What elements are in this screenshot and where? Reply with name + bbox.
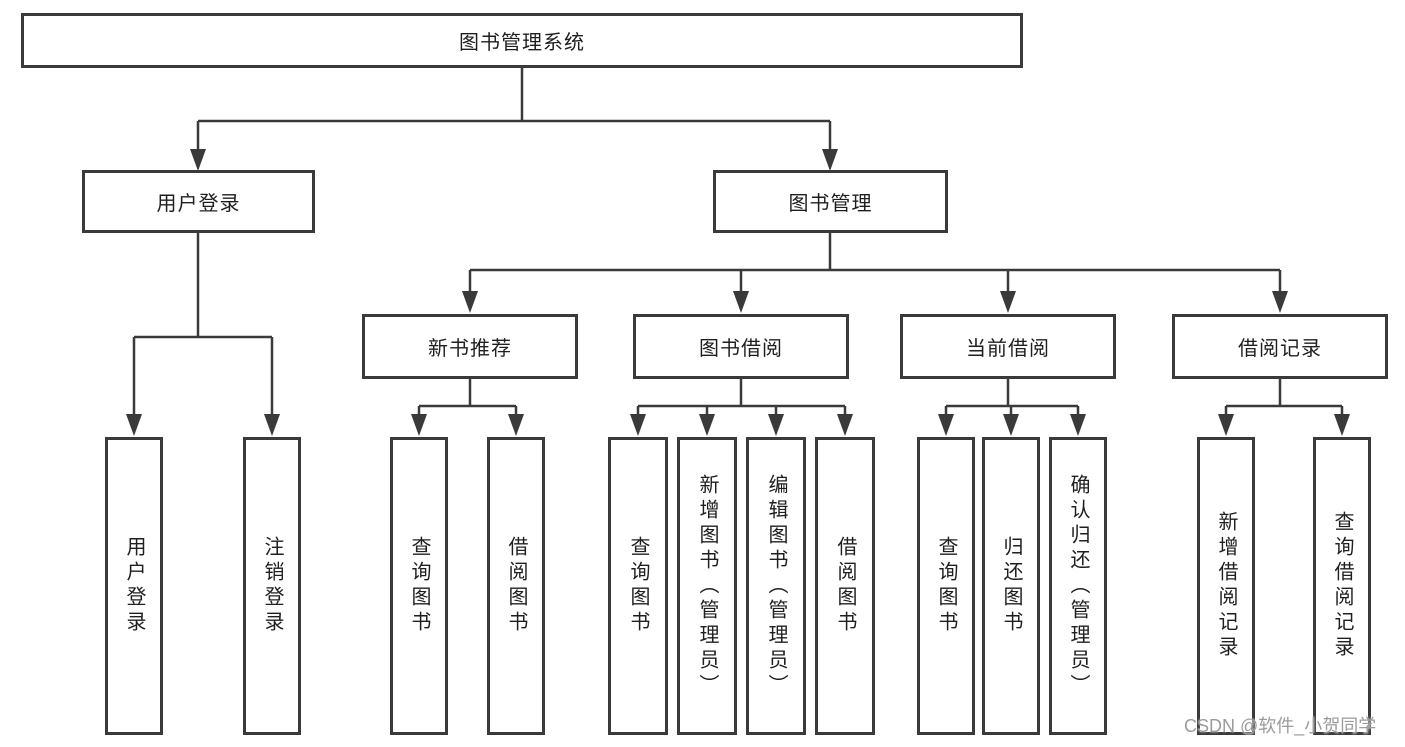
leaf-label: 用户登录 — [123, 536, 145, 636]
arrowhead — [1070, 414, 1086, 436]
arrowhead — [126, 414, 142, 436]
leaf-label: 注销登录 — [261, 536, 283, 636]
node-book-borrowing: 图书借阅 — [633, 314, 849, 379]
leaf-query-borrow-record: 查询借阅记录 — [1313, 437, 1371, 735]
leaf-label: 查询借阅记录 — [1331, 511, 1353, 661]
arrowhead — [1272, 291, 1288, 313]
arrowhead — [411, 414, 427, 436]
leaf-label: 归还图书 — [1000, 536, 1022, 636]
node-current-borrowing: 当前借阅 — [900, 314, 1116, 379]
arrowhead — [733, 291, 749, 313]
leaf-borrow-book-recommend: 借阅图书 — [487, 437, 545, 735]
node-user-login: 用户登录 — [82, 170, 315, 233]
leaf-label: 新增图书（管理员） — [696, 473, 718, 699]
leaf-user-login: 用户登录 — [105, 437, 163, 735]
leaf-add-book-admin: 新增图书（管理员） — [677, 437, 737, 735]
arrowhead — [508, 414, 524, 436]
node-library-management-system: 图书管理系统 — [21, 13, 1023, 68]
leaf-add-borrow-record: 新增借阅记录 — [1197, 437, 1255, 735]
leaf-edit-book-admin: 编辑图书（管理员） — [746, 437, 806, 735]
arrowhead — [699, 414, 715, 436]
leaf-query-book-borrowing: 查询图书 — [608, 437, 668, 735]
leaf-query-book-current: 查询图书 — [917, 437, 975, 735]
arrowhead — [1218, 414, 1234, 436]
arrowhead — [630, 414, 646, 436]
arrowhead — [190, 149, 206, 171]
arrowhead — [768, 414, 784, 436]
arrowhead — [837, 414, 853, 436]
leaf-label: 查询图书 — [627, 536, 649, 636]
leaf-label: 借阅图书 — [834, 536, 856, 636]
node-borrow-records: 借阅记录 — [1172, 314, 1388, 379]
arrowhead — [1334, 414, 1350, 436]
leaf-logout-login: 注销登录 — [243, 437, 301, 735]
node-book-management: 图书管理 — [713, 170, 948, 233]
arrowhead — [1000, 291, 1016, 313]
arrowhead — [264, 414, 280, 436]
leaf-label: 借阅图书 — [505, 536, 527, 636]
arrowhead — [462, 291, 478, 313]
leaf-label: 新增借阅记录 — [1215, 511, 1237, 661]
arrowhead — [822, 149, 838, 171]
arrowhead — [1003, 414, 1019, 436]
leaf-label: 查询图书 — [935, 536, 957, 636]
leaf-borrow-book-borrowing: 借阅图书 — [815, 437, 875, 735]
leaf-confirm-return-admin: 确认归还（管理员） — [1049, 437, 1107, 735]
leaf-query-book-recommend: 查询图书 — [390, 437, 448, 735]
leaf-label: 编辑图书（管理员） — [765, 473, 787, 699]
leaf-label: 确认归还（管理员） — [1067, 473, 1089, 699]
node-new-book-recommend: 新书推荐 — [362, 314, 578, 379]
watermark-csdn: CSDN @软件_小贺同学 — [1184, 716, 1377, 736]
leaf-return-book: 归还图书 — [982, 437, 1040, 735]
arrowhead — [938, 414, 954, 436]
leaf-label: 查询图书 — [408, 536, 430, 636]
